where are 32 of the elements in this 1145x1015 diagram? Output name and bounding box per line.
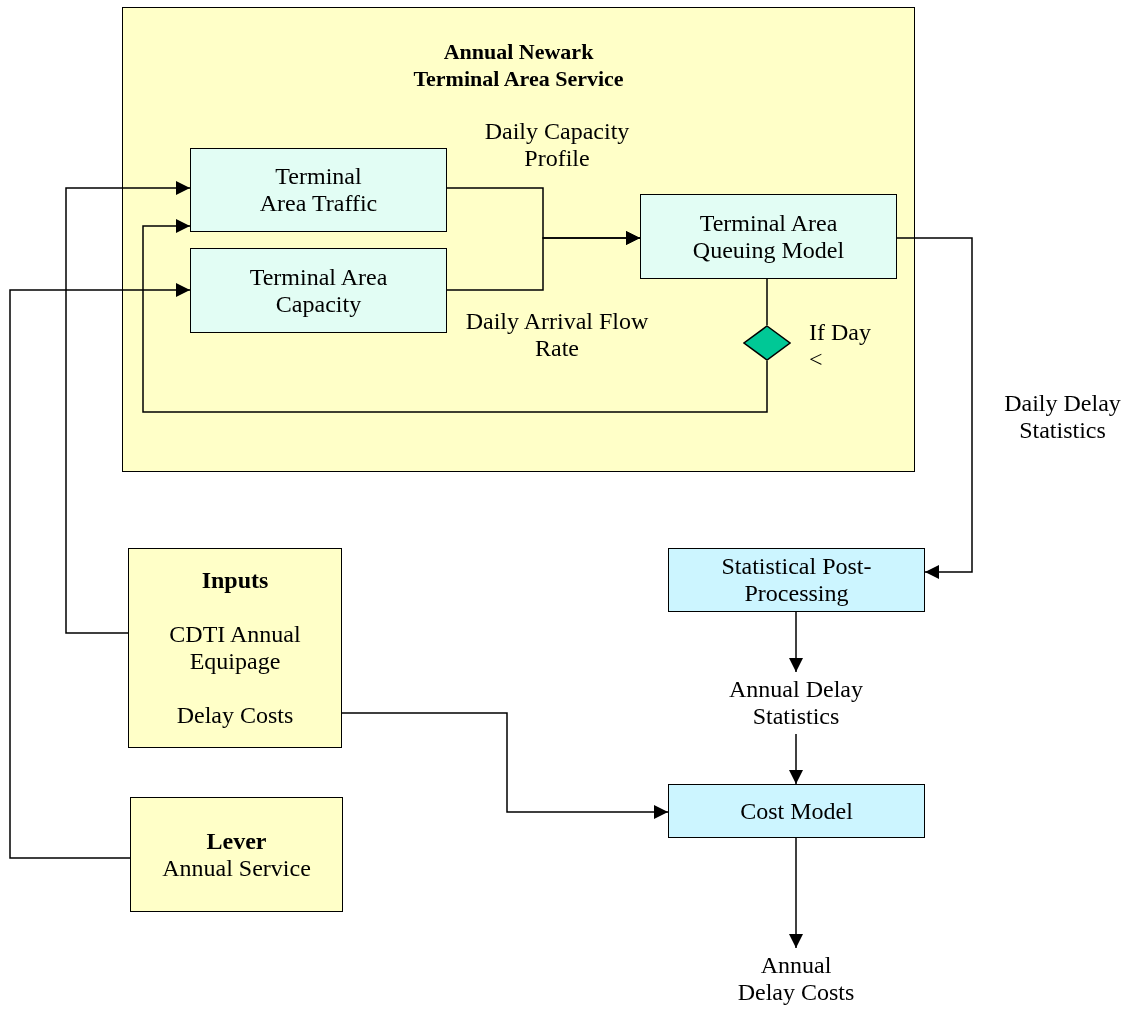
- node-text: Annual Delay Costs: [736, 952, 856, 1006]
- process-box: [190, 248, 447, 333]
- connector-arrow: [142, 219, 768, 413]
- connector-arrow: [341, 712, 669, 819]
- node-text: Terminal Area Traffic: [258, 163, 379, 217]
- connector-arrow: [9, 283, 191, 859]
- node-text: Statistical Post-Processing: [720, 553, 873, 607]
- process-box: [668, 784, 925, 838]
- node-text: Terminal Area Queuing Model: [691, 209, 846, 264]
- connector-arrow: [789, 733, 803, 785]
- connector-arrow: [789, 611, 803, 673]
- node-text: CDTI Annual Equipage: [168, 621, 302, 675]
- process-box: [668, 548, 925, 612]
- decision-diamond: [743, 325, 791, 361]
- connector-arrow: [789, 837, 803, 949]
- node-text: Terminal Area Capacity: [248, 263, 389, 318]
- node-text: Delay Costs: [176, 702, 294, 730]
- heading: Inputs: [201, 566, 269, 594]
- lever-box: [130, 797, 343, 912]
- heading: Annual Newark Terminal Area Service: [412, 38, 625, 92]
- heading: Lever: [206, 827, 267, 855]
- input-box: [128, 548, 342, 748]
- process-box: [190, 148, 447, 232]
- group-panel: [122, 7, 915, 472]
- connector-arrow: [896, 237, 973, 579]
- connector-arrow: [65, 181, 191, 634]
- condition-text: If Day <: [809, 319, 872, 373]
- process-box: [640, 194, 897, 279]
- node-text: Cost Model: [740, 797, 853, 825]
- connector-arrow: [446, 231, 641, 291]
- node-text: Annual Delay Statistics: [728, 676, 864, 730]
- node-text: Annual Service: [162, 854, 311, 882]
